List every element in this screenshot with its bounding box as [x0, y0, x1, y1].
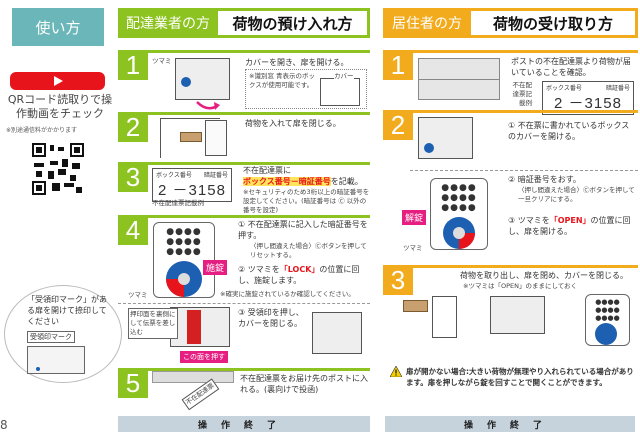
resident-step2-b: ② 暗証番号をおす。 — [508, 175, 581, 184]
locker-illustration — [175, 58, 230, 100]
stamp-mark-label: 受領印マーク — [27, 331, 75, 343]
qr-caption: QRコード読取りで操作動画をチェック — [7, 93, 113, 120]
package-illustration — [403, 300, 428, 312]
stamp-mark-callout: 「受領印マーク」がある扉を開けて捺印してください 受領印マーク — [4, 285, 122, 383]
resident-step3-text: 荷物を取り出し、扉を閉め、カバーを閉じる。 — [460, 271, 628, 280]
mailbox-illustration — [418, 58, 500, 100]
resident-step2-c: ③ ツマミを「OPEN」の位置に回し、扉を開ける。 — [508, 216, 631, 236]
step-number: 5 — [118, 368, 148, 398]
step-number: 1 — [118, 50, 148, 80]
step5-text: 不在配達票をお届け先のポストに入れる。(裏向けで投函) — [240, 374, 368, 394]
resident-step1-text: ポストの不在配達票より荷物が届いていることを確認。 — [511, 57, 631, 77]
door-illustration — [27, 346, 85, 374]
locker-illustration — [160, 118, 220, 158]
open-arrow-icon — [196, 101, 220, 110]
locker-illustration — [418, 117, 473, 159]
resident-header: 居住者の方 荷物の受け取り方 — [383, 8, 638, 38]
qr-code[interactable] — [32, 143, 84, 195]
example-caption: 不在配達票記載例 — [512, 81, 533, 107]
package-illustration — [180, 132, 202, 142]
knob-label: ツマミ — [403, 244, 423, 252]
ticket-example: ボックス番号暗証番号 2 －3158 — [542, 81, 634, 115]
stamp-instruction: 押印面を裏側にして伝票を差し込む — [128, 308, 178, 339]
resident-step2-a: ① 不在票に書かれているボックスのカバーを開ける。 — [508, 121, 630, 141]
resident-step3-note: ※ツマミは「OPEN」のままにしておく — [463, 282, 578, 290]
resident-end-bar: 操作終了 — [385, 416, 635, 432]
step-number: 1 — [383, 50, 413, 80]
mailbox-illustration — [152, 371, 234, 383]
step3-note: ※セキュリティのため3桁以上の暗証番号を設定してください。(暗証番号は Ⓒ 以外… — [243, 188, 370, 214]
step-number: 4 — [118, 215, 148, 245]
delivery-category: 配達業者の方 — [126, 16, 210, 32]
howto-label: 使い方 — [12, 8, 104, 46]
ticket-example: ボックス番号 暗証番号 2 －3158 — [152, 168, 232, 202]
delivery-title: 荷物の預け入れ方 — [218, 11, 367, 35]
resident-category: 居住者の方 — [392, 16, 462, 32]
press-here-tag: この面を押す — [180, 351, 228, 363]
delivery-header: 配達業者の方 荷物の預け入れ方 — [118, 8, 370, 38]
lock-tag: 施錠 — [203, 260, 228, 275]
delivery-end-bar: 操作終了 — [118, 416, 370, 432]
cover-label: カバー — [334, 72, 354, 81]
step-number: 2 — [118, 112, 148, 142]
resident-step2-b-note: 〈押し間違えた場合〉Ⓒボタンを押して一旦クリアにする。 — [518, 186, 635, 203]
step4-a: ① 不在配達票に記入した暗証番号を押す。 — [238, 220, 368, 240]
page-number: 8 — [0, 418, 8, 432]
example-caption: 不在配達票記載例 — [152, 199, 204, 207]
keypad-illustration: ●●●●●●●●●●●● — [430, 178, 488, 250]
step4-check: ※確実に施錠されているか確認してください。 — [220, 290, 355, 298]
step4-a-note: 〈押し間違えた場合〉Ⓒボタンを押してリセットする。 — [250, 242, 367, 259]
slip-illustration: 不在配達票 — [181, 378, 219, 411]
step3-text: 不在配達票にボックス番号－暗証番号を記載。 — [243, 166, 363, 186]
step4-c: ③ 受領印を押し、カバーを閉じる。 — [238, 308, 304, 328]
callout-text: 「受領印マーク」がある扉を開けて捺印してください — [27, 295, 107, 326]
step2-text: 荷物を入れて扉を閉じる。 — [245, 119, 341, 128]
resident-title: 荷物の受け取り方 — [471, 11, 635, 35]
step-number: 2 — [383, 110, 413, 140]
knob-label: ツマミ — [152, 57, 172, 65]
unlock-tag: 解錠 — [402, 210, 427, 225]
box-number-label: ボックス番号 — [156, 172, 192, 179]
pin-label: 暗証番号 — [203, 172, 228, 179]
qr-note: ※別途通信料がかかります — [6, 127, 78, 134]
video-play-button[interactable] — [10, 72, 105, 90]
step1-text: カバーを開き、扉を開ける。 — [245, 58, 349, 67]
step1-note: ※識別窓 青表示のボックスが使用可能です。 — [249, 72, 316, 89]
knob-label: ツマミ — [128, 291, 148, 299]
play-icon — [53, 76, 63, 86]
keypad-illustration: ●●●●●●●●●●●● — [153, 222, 215, 298]
warning-icon — [390, 366, 402, 377]
step-number: 3 — [118, 162, 148, 192]
ticket-value: 2 －3158 — [158, 182, 226, 199]
warning-note: 扉が開かない場合:大きい荷物が無理やり入れられている場合があります。扉を押しなが… — [390, 366, 635, 388]
step4-b: ② ツマミを「LOCK」の位置に回し、施錠します。 — [238, 265, 360, 285]
step-number: 3 — [383, 265, 413, 295]
